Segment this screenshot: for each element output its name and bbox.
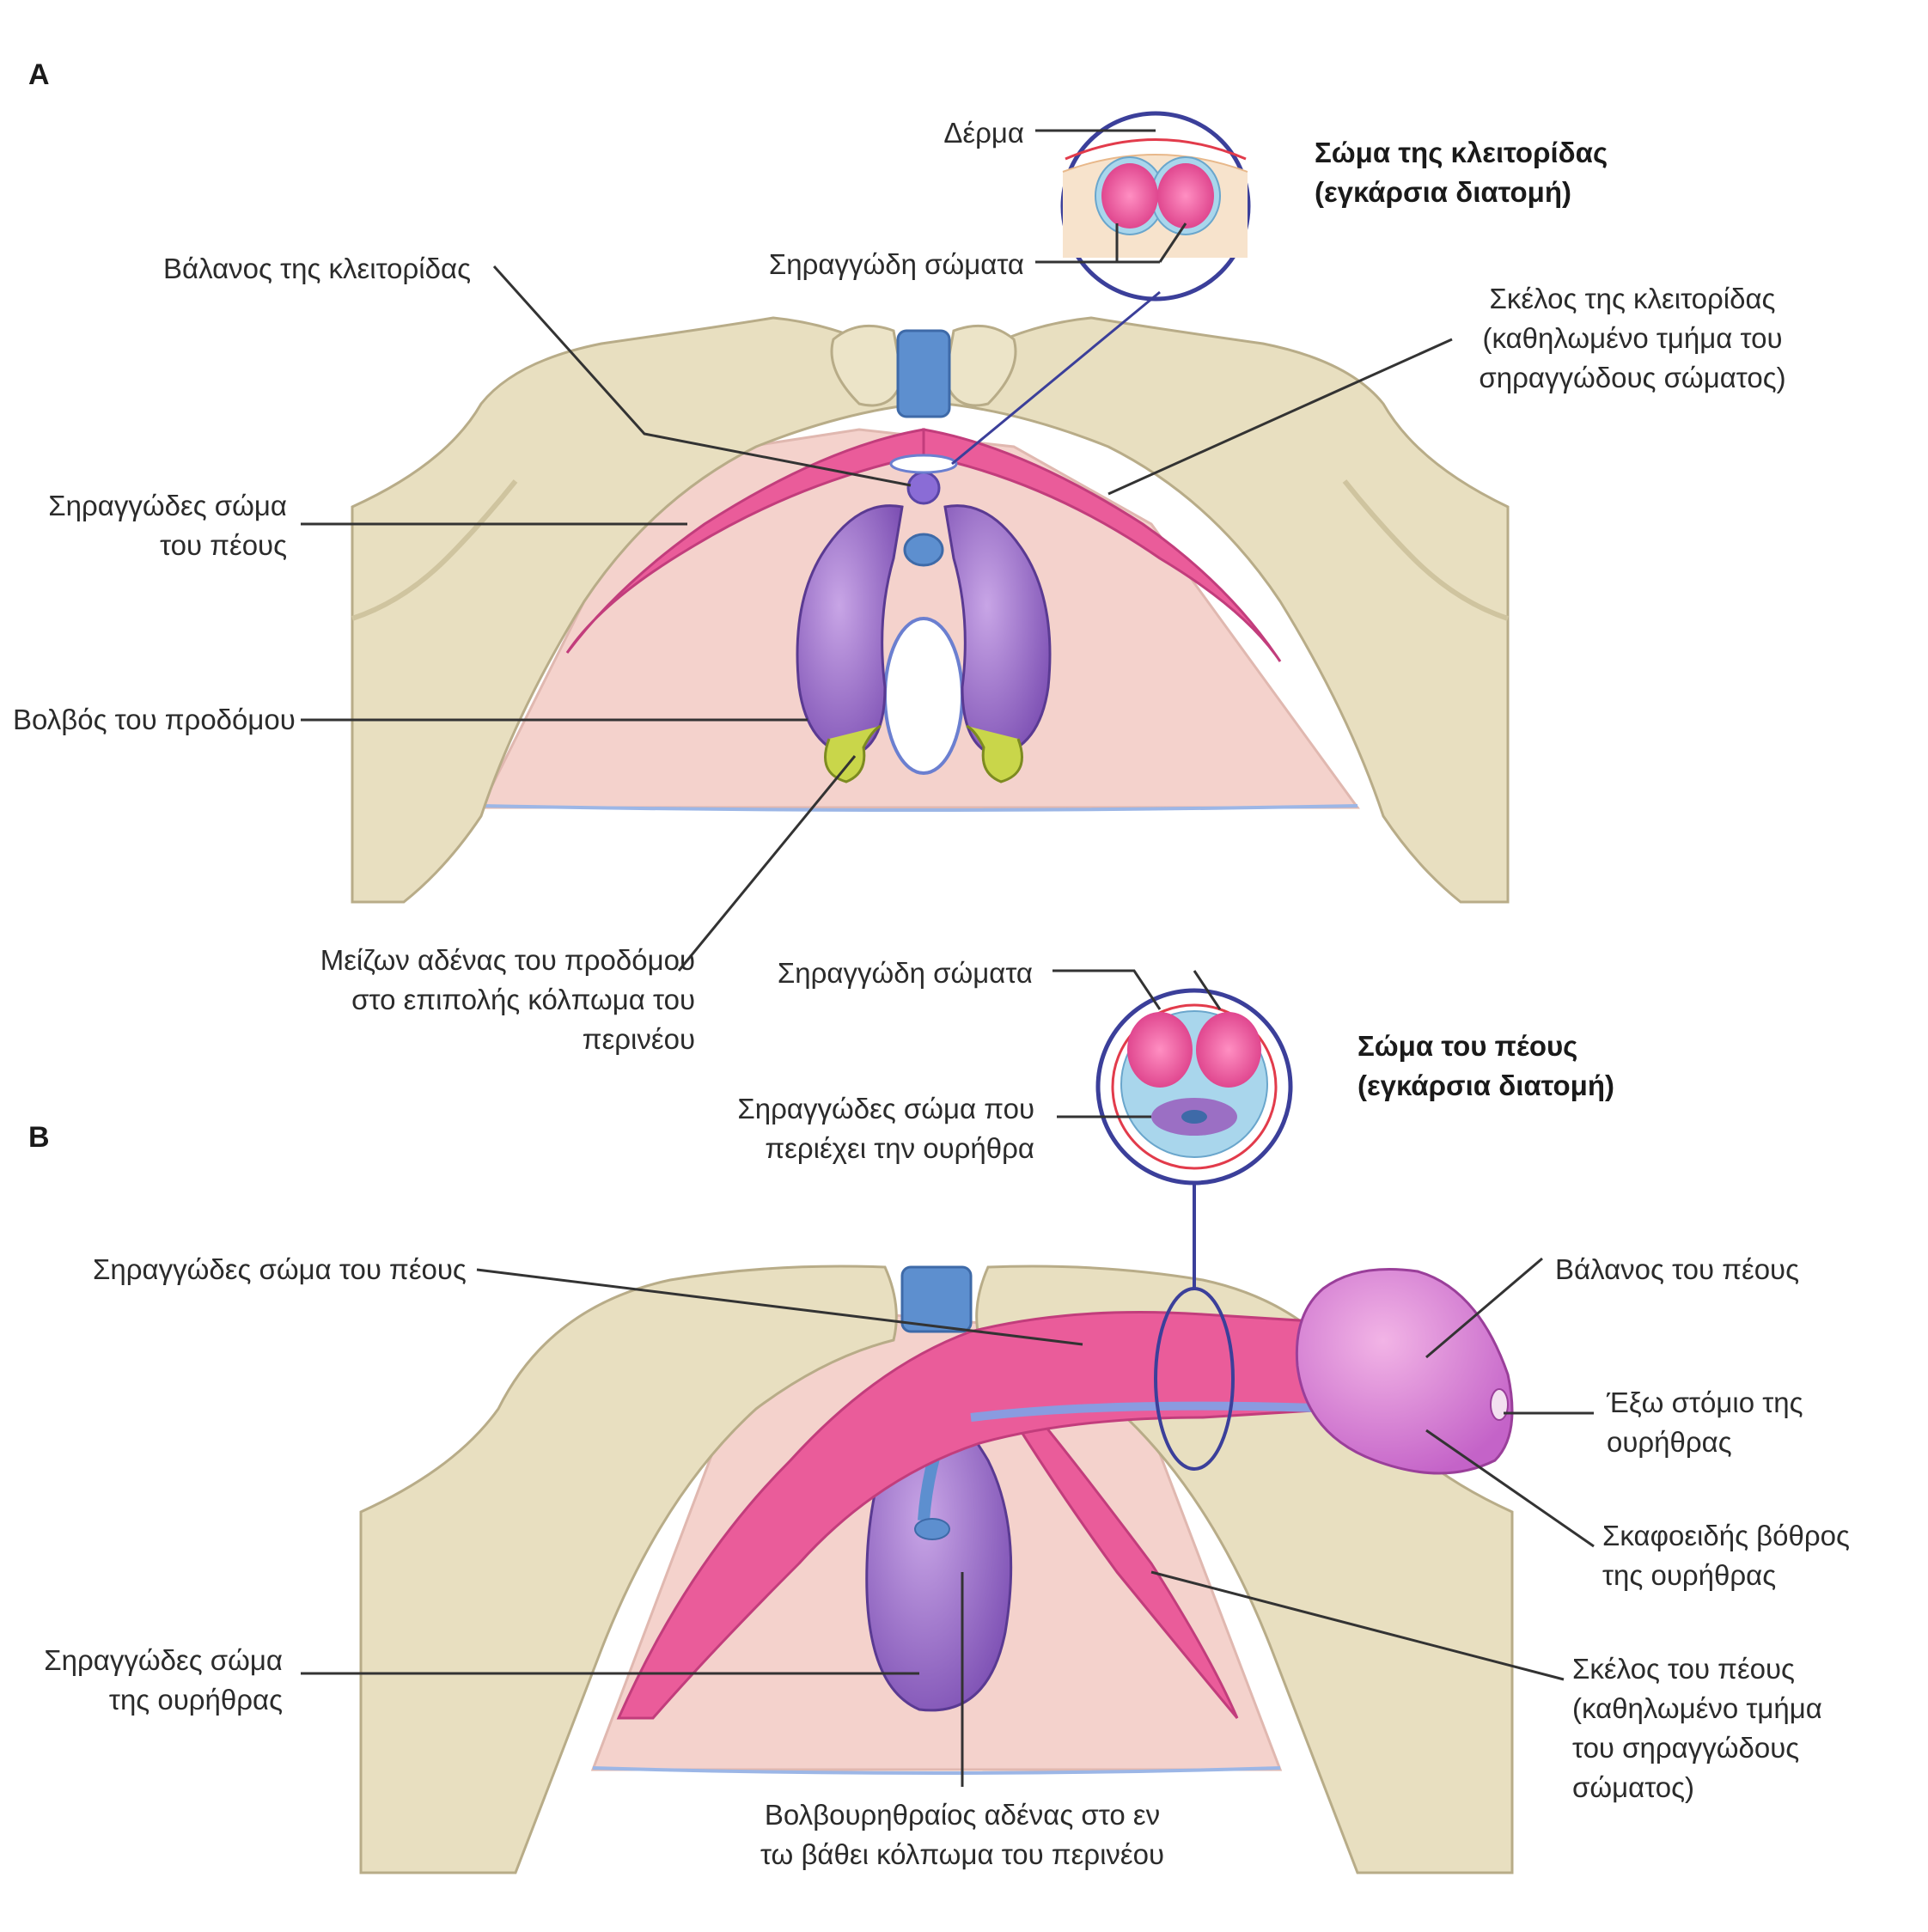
label-corpus-penis-a-line2: του πέους (160, 529, 287, 561)
label-clitoris-crus: Σκέλος της κλειτορίδας (καθηλωμένο τμήμα… (1452, 279, 1813, 398)
label-clitoris-crus-line2: (καθηλωμένο τμήμα του (1482, 322, 1783, 354)
label-vestibular-gland-line3: περινέου (582, 1023, 695, 1055)
label-bulbourethral-gland: Βολβουρηθραίος αδένας στο εν τω βάθει κό… (705, 1795, 1220, 1874)
vestibular-gland-left (824, 724, 882, 783)
label-spongy-bodies-a: Σηραγγώδη σώματα (768, 248, 1024, 280)
label-penis-crus-line2: (καθηλωμένο τμήμα (1572, 1692, 1822, 1724)
label-corpus-penis-a: Σηραγγώδες σώμα του πέους (48, 486, 287, 565)
pubic-bone-left-b (359, 1265, 898, 1874)
label-urethral-spongy-inset-line2: περιέχει την ουρήθρα (765, 1132, 1034, 1164)
urethral-opening-a (903, 533, 944, 567)
label-vestibular-gland-line2: στο επιπολής κόλπωμα του (351, 984, 695, 1015)
label-penis-crus-line4: σώματος) (1572, 1771, 1695, 1803)
clitoris-glans (906, 471, 941, 505)
inset-clitoris-section (951, 111, 1251, 466)
vestibular-bulb-left (796, 504, 904, 758)
pubic-symphysis-b (900, 1265, 973, 1333)
label-penis-glans: Βάλανος του πέους (1555, 1253, 1800, 1285)
clitoris-crus-left (565, 428, 925, 654)
label-urethral-spongy-inset: Σηραγγώδες σώμα που περιέχει την ουρήθρα (737, 1089, 1034, 1168)
label-penis-crus: Σκέλος του πέους (καθηλωμένο τμήμα του σ… (1572, 1649, 1822, 1807)
label-clitoris-glans: Βάλανος της κλειτορίδας (163, 253, 471, 284)
label-bulbourethral-gland-line2: τω βάθει κόλπωμα του περινέου (760, 1838, 1165, 1870)
vestibular-bulb-right (943, 504, 1052, 758)
inset-b-title-line1: Σώμα του πέους (1358, 1030, 1578, 1062)
panel-a-letter: A (28, 58, 50, 91)
label-derma: Δέρμα (943, 117, 1024, 149)
panel-b-letter: B (28, 1121, 50, 1154)
label-urethral-spongy-inset-line1: Σηραγγώδες σώμα που (737, 1093, 1034, 1124)
label-penis-crus-line3: του σηραγγώδους (1572, 1732, 1800, 1764)
label-navicular-fossa: Σκαφοειδής βόθρος της ουρήθρας (1602, 1516, 1850, 1595)
label-external-meatus-line2: ουρήθρας (1607, 1426, 1732, 1458)
label-external-meatus-line1: Έξω στόμιο της (1607, 1387, 1803, 1418)
label-corpus-urethra: Σηραγγώδες σώμα της ουρήθρας (44, 1641, 283, 1720)
leader-lines (301, 129, 1595, 1787)
vaginal-opening (883, 617, 964, 775)
label-clitoris-crus-line1: Σκέλος της κλειτορίδας (1489, 283, 1776, 314)
label-corpus-penis-b: Σηραγγώδες σώμα του πέους (93, 1253, 467, 1285)
label-navicular-fossa-line2: της ουρήθρας (1602, 1559, 1777, 1591)
penis-glans (1295, 1268, 1514, 1475)
label-corpus-urethra-line2: της ουρήθρας (108, 1684, 283, 1716)
label-penis-crus-line1: Σκέλος του πέους (1572, 1653, 1795, 1685)
label-clitoris-crus-line3: σηραγγώδους σώματος) (1479, 362, 1786, 393)
panel-b-illustration (359, 1177, 1514, 1874)
inset-b-title: Σώμα του πέους (εγκάρσια διατομή) (1358, 1027, 1614, 1106)
inset-penis-section (1095, 988, 1293, 1185)
label-external-meatus: Έξω στόμιο της ουρήθρας (1607, 1383, 1803, 1462)
inset-a-title: Σώμα της κλειτορίδας (εγκάρσια διατομή) (1315, 133, 1608, 212)
inset-a-title-line2: (εγκάρσια διατομή) (1315, 176, 1571, 208)
pubic-symphysis-a (896, 329, 951, 418)
inset-a-title-line1: Σώμα της κλειτορίδας (1315, 137, 1608, 168)
label-bulbourethral-gland-line1: Βολβουρηθραίος αδένας στο εν (764, 1799, 1161, 1831)
label-corpus-penis-a-line1: Σηραγγώδες σώμα (48, 490, 287, 521)
inset-b-title-line2: (εγκάρσια διατομή) (1358, 1070, 1614, 1101)
vestibular-gland-right (966, 724, 1023, 783)
label-vestibular-bulb: Βολβός του προδόμου (13, 704, 296, 735)
penis-crus-right (993, 1388, 1239, 1719)
label-vestibular-gland: Μείζων αδένας του προδόμου στο επιπολής … (320, 941, 695, 1059)
label-spongy-bodies-b: Σηραγγώδη σώματα (777, 957, 1033, 989)
label-navicular-fossa-line1: Σκαφοειδής βόθρος (1602, 1520, 1850, 1551)
panel-a-illustration (351, 316, 1510, 904)
label-vestibular-gland-line1: Μείζων αδένας του προδόμου (320, 944, 695, 976)
label-corpus-urethra-line1: Σηραγγώδες σώμα (44, 1644, 283, 1676)
clitoris-crus-right (922, 428, 1282, 662)
